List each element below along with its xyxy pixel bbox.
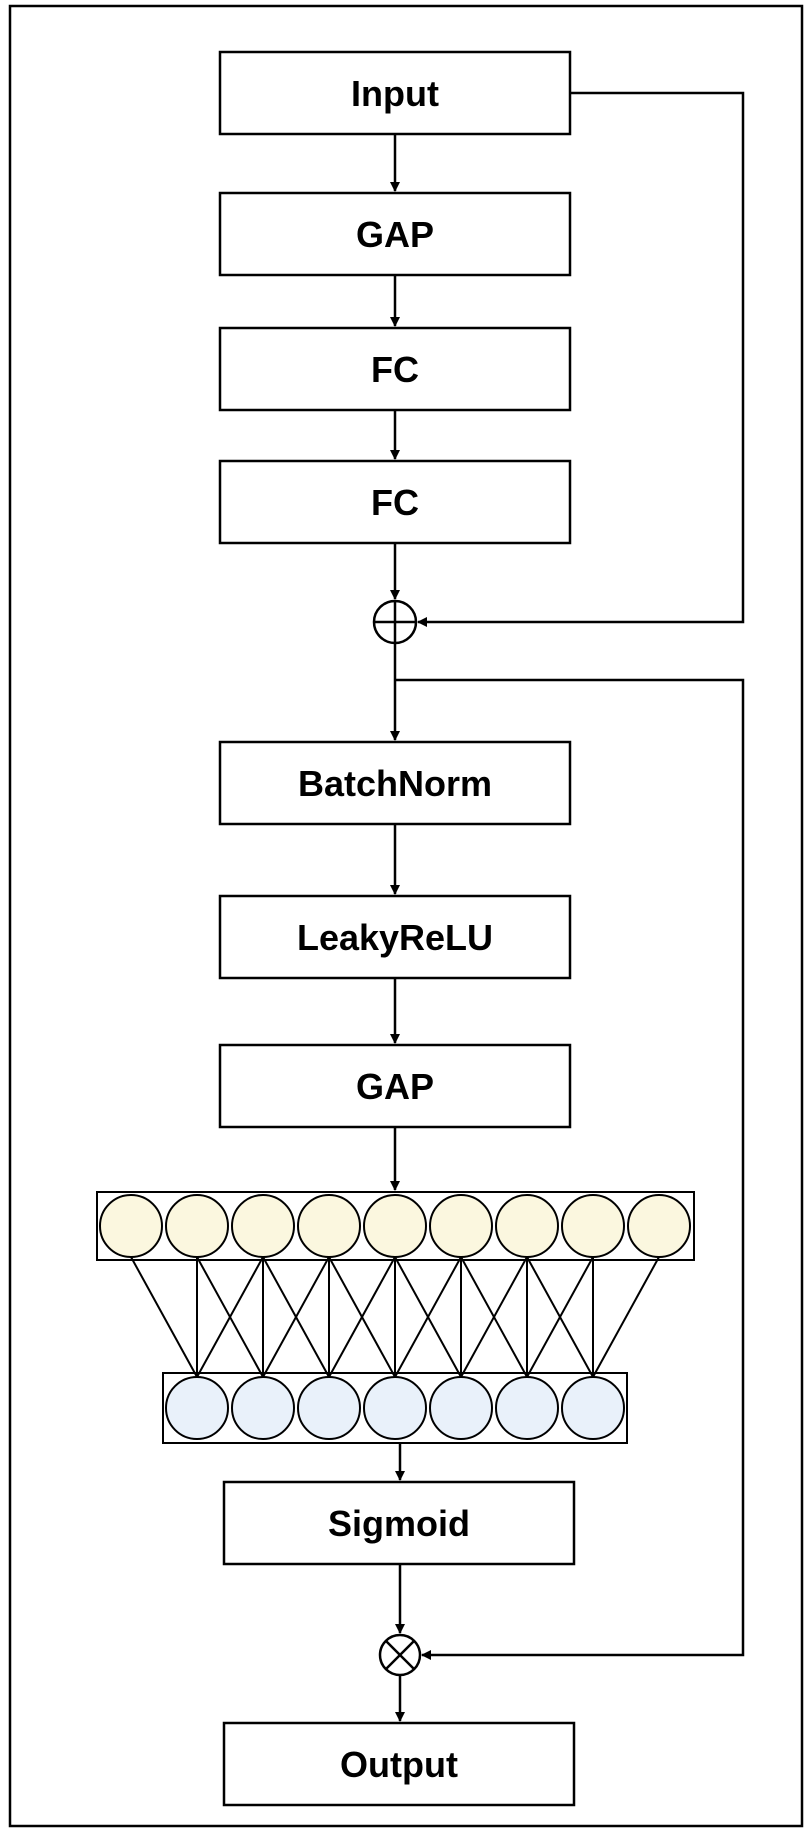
top-neuron-8	[561, 1194, 625, 1258]
top-neuron-4	[297, 1194, 361, 1258]
bottom-neurons	[165, 1376, 625, 1440]
top-neuron-2	[165, 1194, 229, 1258]
fc-label-2: FC	[371, 482, 419, 523]
top-neuron-7	[495, 1194, 559, 1258]
neuron-link	[526, 1256, 594, 1378]
outer-frame	[8, 4, 804, 1828]
top-neuron-6	[429, 1194, 493, 1258]
output-label: Output	[340, 1744, 458, 1785]
fully-connected-links	[130, 1256, 660, 1378]
neuron-link	[130, 1256, 198, 1378]
gap-label-2: GAP	[356, 1066, 434, 1107]
input-block: Input	[218, 50, 572, 136]
bottom-neuron-3	[297, 1376, 361, 1440]
fc-block-2: FC	[218, 459, 572, 545]
neuron-link	[196, 1256, 264, 1378]
bottom-neuron-5	[429, 1376, 493, 1440]
top-neuron-1	[99, 1194, 163, 1258]
gap-block-1: GAP	[218, 191, 572, 277]
skip-add-to-multiply	[395, 678, 745, 1660]
leakyrelu-label: LeakyReLU	[297, 917, 493, 958]
fc-block-1: FC	[218, 326, 572, 412]
bottom-neuron-7	[561, 1376, 625, 1440]
leakyrelu-block: LeakyReLU	[218, 894, 572, 980]
skip-input-to-add	[417, 91, 745, 627]
multiply-operator-icon	[378, 1633, 422, 1677]
output-block: Output	[222, 1721, 576, 1807]
neuron-link	[592, 1256, 660, 1378]
bottom-neuron-6	[495, 1376, 559, 1440]
top-neuron-5	[363, 1194, 427, 1258]
neuron-link	[262, 1256, 330, 1378]
add-operator-icon	[372, 599, 418, 645]
top-neuron-9	[627, 1194, 691, 1258]
batchnorm-label: BatchNorm	[298, 763, 492, 804]
gap-block-2: GAP	[218, 1043, 572, 1129]
bottom-neuron-2	[231, 1376, 295, 1440]
neuron-link	[328, 1256, 396, 1378]
bottom-neuron-4	[363, 1376, 427, 1440]
input-label: Input	[351, 73, 439, 114]
sigmoid-label: Sigmoid	[328, 1503, 470, 1544]
bottom-neuron-1	[165, 1376, 229, 1440]
neuron-link	[394, 1256, 462, 1378]
sigmoid-block: Sigmoid	[222, 1480, 576, 1566]
neuron-link	[460, 1256, 528, 1378]
gap-label-1: GAP	[356, 214, 434, 255]
top-neurons	[99, 1194, 691, 1258]
fc-label-1: FC	[371, 349, 419, 390]
batchnorm-block: BatchNorm	[218, 740, 572, 826]
top-neuron-3	[231, 1194, 295, 1258]
